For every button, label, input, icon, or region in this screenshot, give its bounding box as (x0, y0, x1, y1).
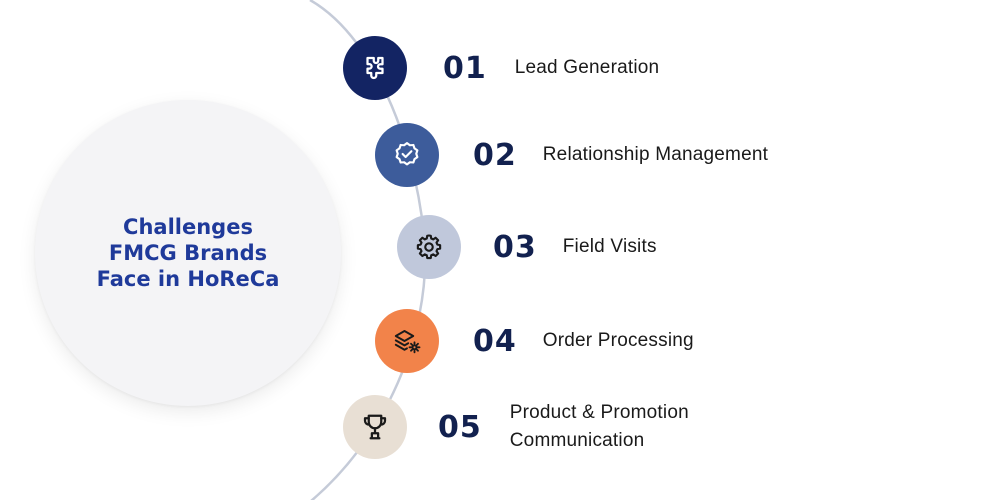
title-line-1: Challenges (123, 215, 253, 239)
step-order-processing: 04 Order Processing (375, 309, 694, 373)
step-number: 04 (473, 323, 517, 359)
step-product-promotion-communication: 05 Product & Promotion Communication (343, 395, 689, 459)
layers-gear-icon (394, 330, 421, 354)
step-label: Field Visits (562, 236, 657, 257)
step-badge (343, 36, 407, 100)
gear-icon (416, 234, 442, 260)
step-lead-generation: 01 Lead Generation (343, 36, 659, 100)
step-label: Order Processing (542, 330, 694, 351)
step-field-visits: 03 Field Visits (397, 215, 657, 279)
trophy-icon (363, 414, 387, 440)
step-badge (375, 123, 439, 187)
diagram-title: Challenges FMCG Brands Face in HoReCa (73, 214, 303, 292)
step-badge (397, 215, 461, 279)
step-number: 05 (438, 409, 482, 445)
step-label-line-1: Product & Promotion (509, 402, 689, 423)
title-line-3: Face in HoReCa (96, 267, 280, 291)
title-circle: Challenges FMCG Brands Face in HoReCa (35, 100, 341, 406)
step-number: 02 (473, 137, 517, 173)
step-number: 03 (493, 229, 537, 265)
step-badge (375, 309, 439, 373)
step-relationship-management: 02 Relationship Management (375, 123, 768, 187)
puzzle-icon (366, 56, 384, 80)
step-label: Relationship Management (542, 144, 769, 165)
badge-check-icon (395, 142, 419, 166)
step-label-line-2: Communication (509, 430, 645, 451)
title-line-2: FMCG Brands (108, 241, 268, 265)
step-number: 01 (443, 50, 487, 86)
step-label: Lead Generation (514, 57, 660, 78)
step-label: Product & Promotion Communication (510, 399, 689, 455)
step-badge (343, 395, 407, 459)
